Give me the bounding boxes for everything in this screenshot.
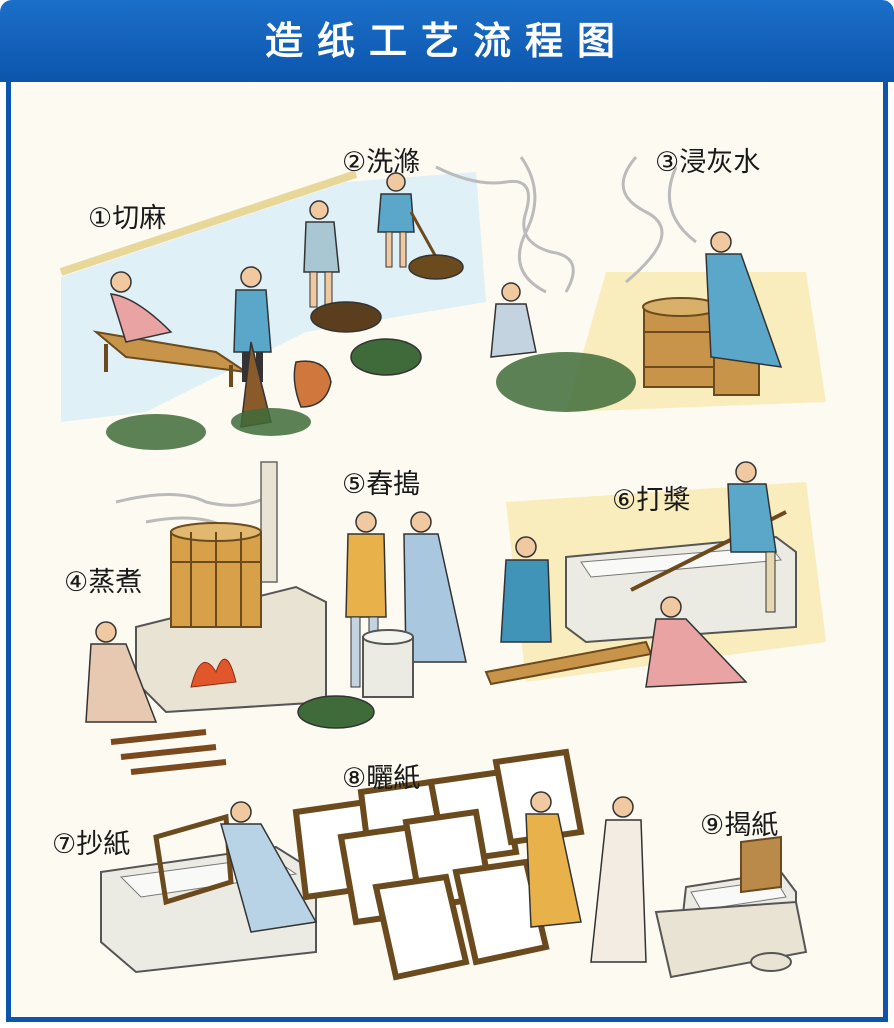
step-label-8: ⑧曬紙	[342, 763, 421, 794]
step-label-4: ④蒸煮	[64, 567, 143, 598]
jar	[293, 360, 332, 408]
person-figure-icon	[85, 621, 158, 723]
person-figure-icon	[233, 266, 272, 382]
person-figure-icon	[727, 461, 777, 613]
person-figure-icon	[500, 536, 552, 643]
fire	[190, 658, 237, 688]
step7-scene	[100, 801, 318, 974]
step2-scene	[303, 172, 464, 376]
person-figure-icon	[377, 172, 438, 268]
step6-scene	[484, 461, 797, 688]
vat-icon	[565, 535, 797, 644]
person-figure-icon	[220, 801, 318, 933]
drying-frame-icon	[372, 873, 470, 981]
smoke	[435, 156, 697, 294]
smoke	[115, 490, 277, 529]
person-figure-icon	[590, 796, 647, 963]
step-label-6: ⑥打槳	[612, 485, 691, 516]
wooden-tub-icon	[642, 297, 720, 388]
step-label-2: ②洗滌	[342, 147, 421, 178]
step-label-7: ⑦抄紙	[52, 829, 131, 860]
mortar-icon	[362, 629, 414, 698]
person-figure-icon	[303, 200, 340, 308]
basket-plants	[297, 695, 375, 729]
firewood	[110, 729, 227, 775]
river-bank-upper	[59, 170, 358, 276]
drying-frame-icon	[452, 858, 550, 966]
basket	[310, 301, 382, 333]
person-figure-icon	[109, 271, 173, 343]
page-title: 造纸工艺流程图	[264, 19, 629, 63]
process-illustration	[59, 156, 826, 981]
person-figure-icon	[525, 791, 582, 928]
header-bar	[0, 0, 894, 82]
step8-scene	[292, 748, 585, 981]
step4-scene	[85, 461, 327, 775]
chimney	[260, 461, 278, 583]
steamer-barrel-icon	[170, 522, 262, 628]
plant-pile	[496, 352, 636, 412]
step9-scene	[654, 835, 808, 979]
step-label-1: ①切麻	[88, 203, 167, 234]
person-figure-icon	[705, 231, 783, 368]
step3-scene	[435, 156, 783, 412]
stone-wheel	[750, 952, 792, 972]
press-block	[740, 835, 782, 894]
wooden-tub-icon	[408, 254, 464, 280]
step-label-3: ③浸灰水	[655, 147, 761, 178]
person-figure-icon	[403, 511, 467, 663]
step1-scene	[92, 266, 332, 450]
person-figure-icon	[490, 282, 537, 358]
person-figure-icon	[645, 596, 748, 688]
step-label-9: ⑨揭紙	[700, 810, 779, 841]
step5-scene	[297, 511, 467, 729]
basket-plants	[350, 338, 422, 376]
step-label-5: ⑤舂搗	[342, 469, 421, 500]
plant-pile	[106, 414, 206, 450]
mould-frame	[153, 813, 234, 906]
